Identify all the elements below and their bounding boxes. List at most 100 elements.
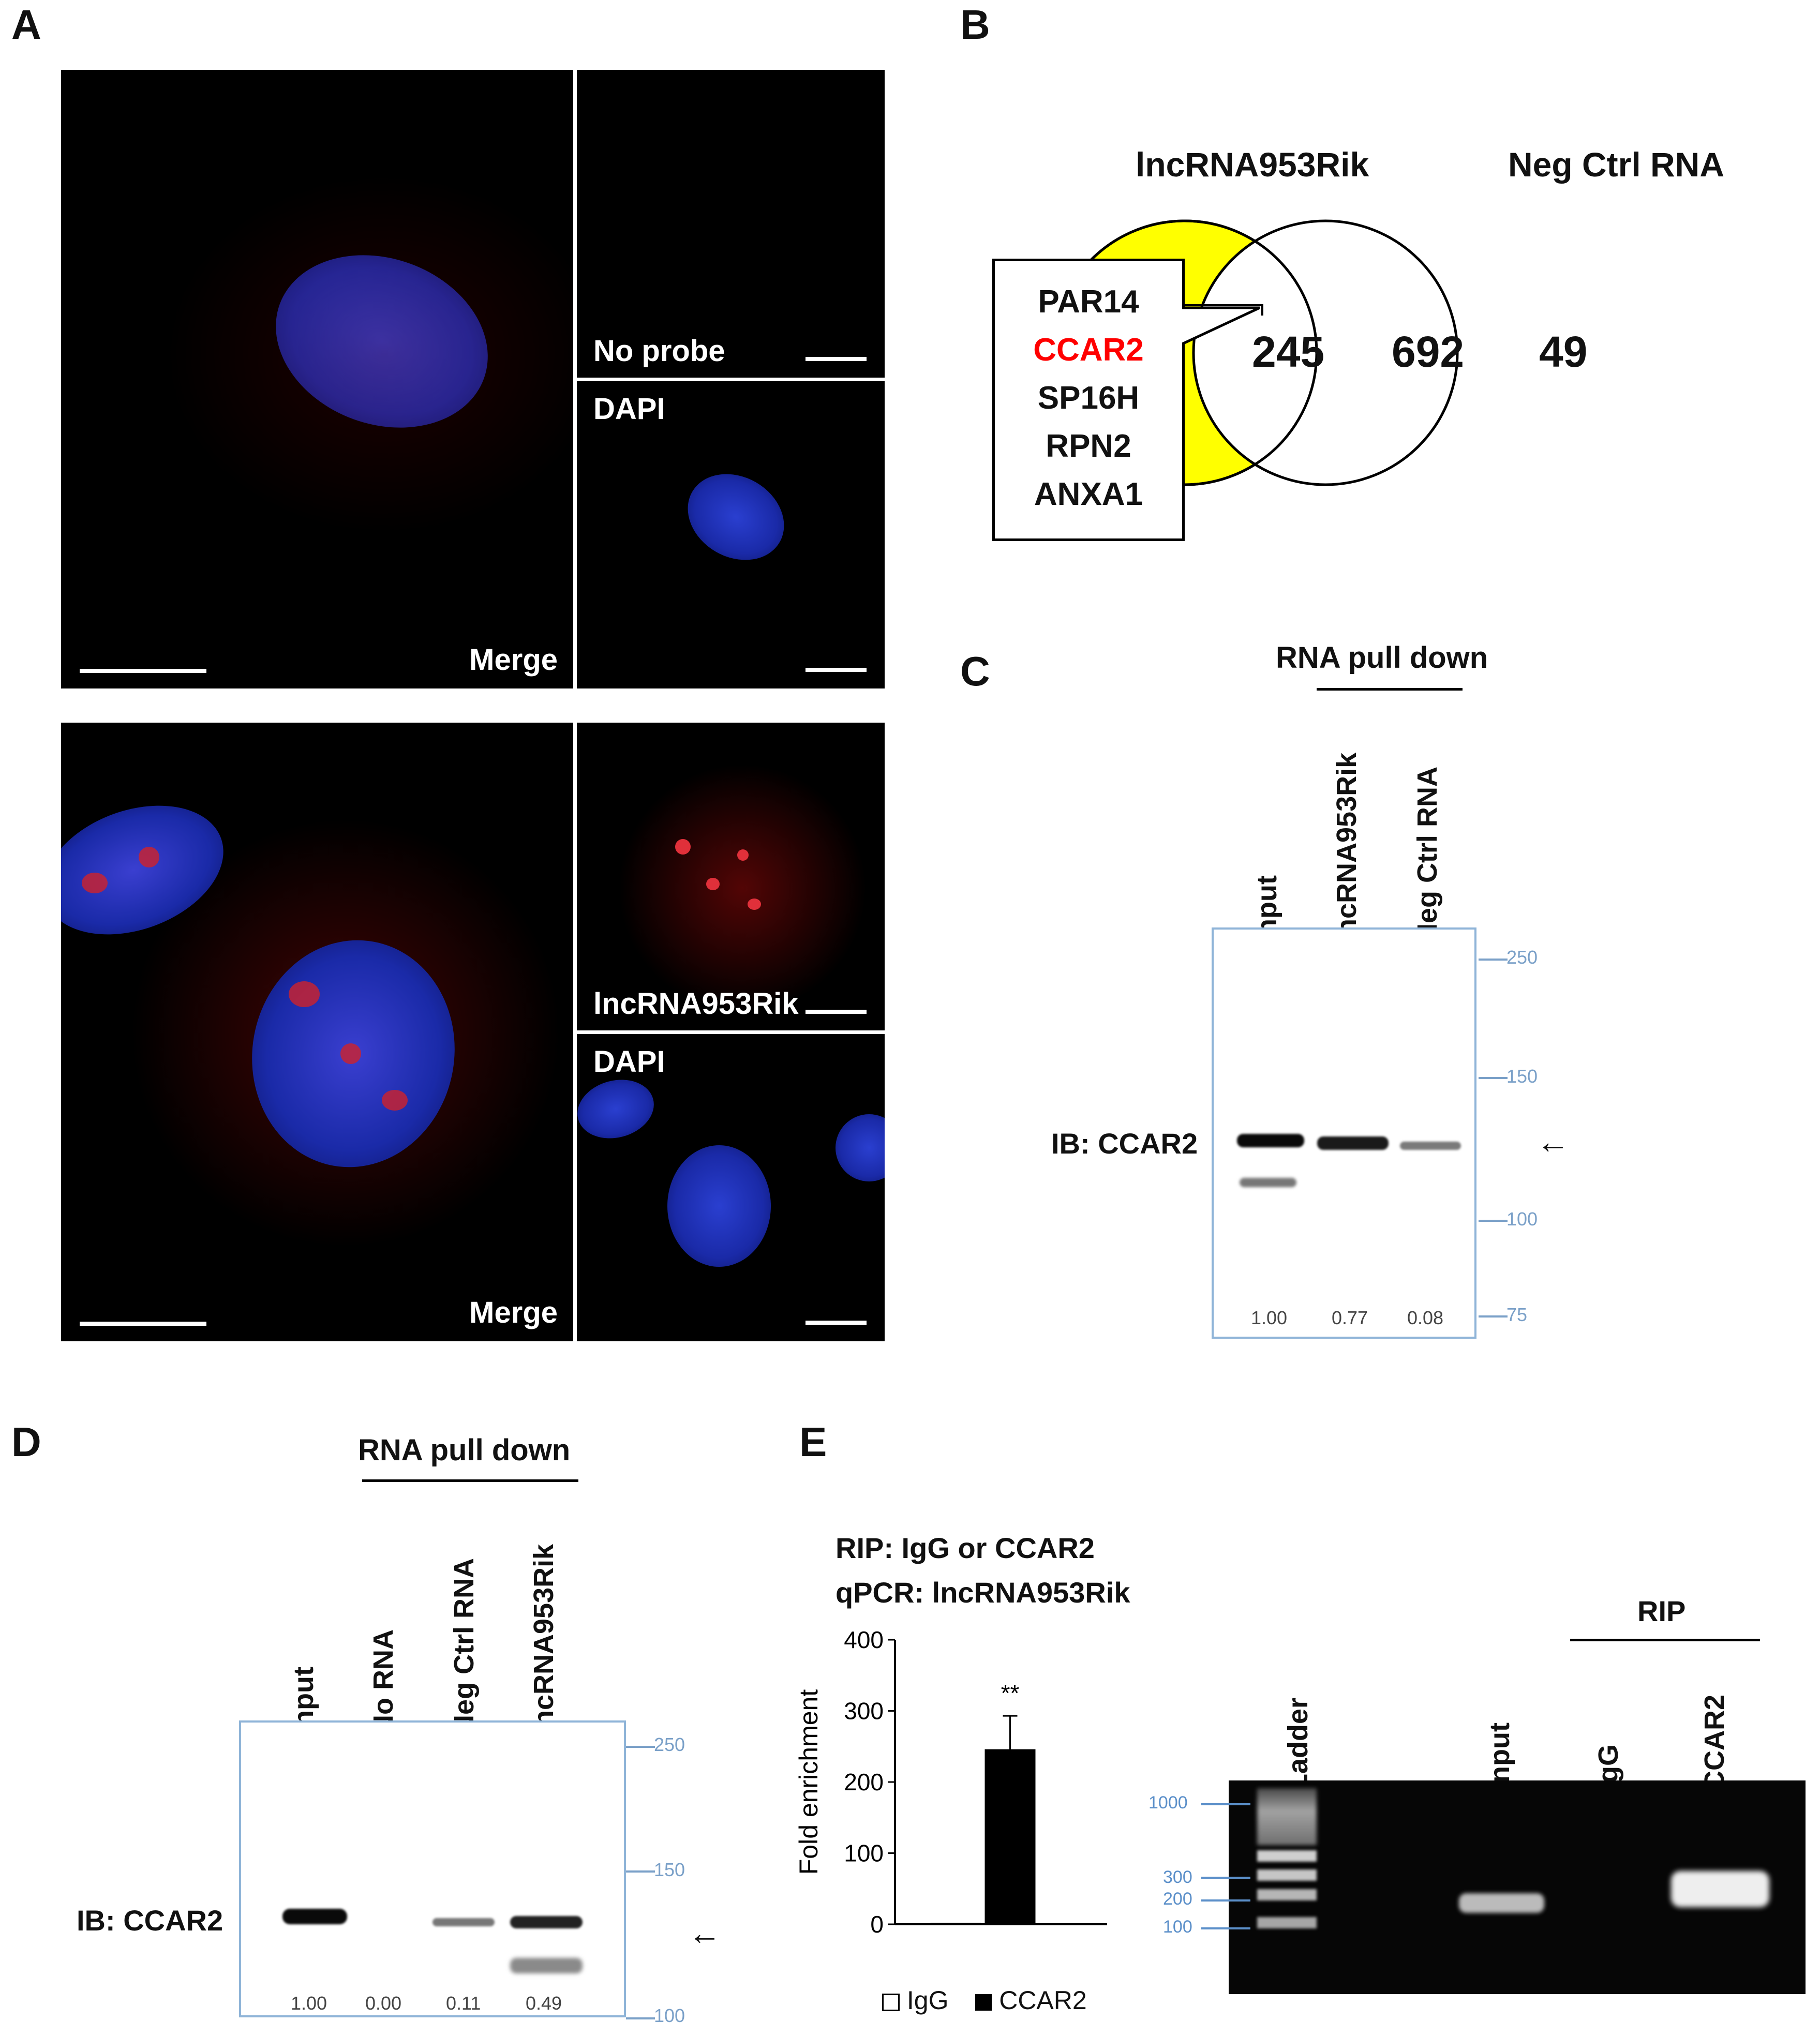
ladder-size-label: 200 — [1163, 1889, 1192, 1909]
pulldown-underline — [1317, 688, 1463, 691]
nucleus — [836, 1114, 885, 1181]
gene-item: SP16H — [1037, 380, 1140, 416]
gene-item: PAR14 — [1038, 284, 1139, 320]
venn-count-only-neg: 49 — [1539, 327, 1588, 376]
mw-tick — [626, 2017, 655, 2019]
quant-value: 1.00 — [291, 1993, 327, 2014]
quant-value: 0.11 — [446, 1993, 481, 2014]
ladder-tick — [1201, 1927, 1250, 1929]
band-negctrl — [432, 1918, 495, 1926]
lane-label-lncrna: lncRNA953Rik — [1331, 752, 1362, 944]
panel-label-c: C — [960, 648, 990, 694]
scale-bar — [805, 668, 867, 672]
scale-bar — [80, 1322, 206, 1326]
cytoplasm-haze — [608, 754, 877, 1023]
quant-value: 0.08 — [1407, 1307, 1444, 1328]
band-lower-input — [1240, 1178, 1296, 1187]
rip-header: RIP — [1637, 1595, 1686, 1627]
cytoplasm-haze — [165, 173, 573, 535]
western-blot-d: 1.00 0.00 0.11 0.49 — [239, 1720, 626, 2017]
micrograph-top-no-probe: No probe — [577, 70, 885, 378]
band-lower-lncrna — [510, 1958, 583, 1973]
scale-bar — [80, 669, 206, 673]
gel-lane-ccar2: CCAR2 — [1699, 1694, 1730, 1791]
merge-label: Merge — [469, 643, 558, 677]
venn-set2-label: Neg Ctrl RNA — [1508, 145, 1725, 184]
venn-count-both: 692 — [1392, 327, 1465, 376]
legend-label-ccar2: CCAR2 — [999, 1986, 1087, 2015]
y-tick-label: 200 — [844, 1769, 884, 1795]
ladder-size-label: 100 — [1163, 1917, 1192, 1937]
rip-title-2: qPCR: lncRNA953Rik — [836, 1576, 1130, 1609]
agarose-gel — [1229, 1780, 1806, 1994]
gene-item: ANXA1 — [1034, 476, 1143, 512]
ladder-band — [1257, 1850, 1317, 1862]
ladder-band — [1257, 1917, 1317, 1928]
quant-value: 0.49 — [526, 1993, 562, 2014]
ladder-tick — [1201, 1803, 1250, 1805]
mw-label: 75 — [1506, 1304, 1528, 1325]
ladder-band — [1257, 1889, 1317, 1900]
no-probe-label: No probe — [593, 334, 725, 368]
rip-underline — [1570, 1639, 1760, 1641]
micrograph-bottom-dapi: DAPI — [577, 1034, 885, 1341]
rna-foci — [382, 1090, 408, 1111]
ladder-tick — [1201, 1899, 1250, 1902]
lane-label-negctrl: Neg Ctrl RNA — [449, 1558, 480, 1735]
lane-label-no-rna: No RNA — [368, 1629, 399, 1735]
western-blot-c: 1.00 0.77 0.08 — [1212, 927, 1476, 1339]
scale-bar — [805, 1321, 867, 1325]
legend: IgG CCAR2 — [882, 1985, 1087, 2015]
gel-lane-ladder: Ladder — [1282, 1697, 1314, 1791]
mw-label: 250 — [1506, 947, 1538, 968]
rna-foci — [737, 849, 749, 861]
rna-foci — [139, 847, 159, 867]
micrograph-top-dapi: DAPI — [577, 381, 885, 688]
band-input — [1237, 1134, 1304, 1147]
bar — [984, 1749, 1036, 1925]
pulldown-header: RNA pull down — [1276, 641, 1488, 675]
y-tick-label: 100 — [844, 1840, 884, 1867]
ladder-size-label: 1000 — [1148, 1793, 1188, 1813]
nucleus — [667, 1145, 771, 1267]
mw-tick — [1479, 1077, 1508, 1079]
mw-tick — [1479, 1315, 1508, 1318]
lane-label-lncrna: lncRNA953Rik — [528, 1544, 559, 1735]
rna-foci — [706, 878, 720, 890]
mw-tick — [626, 1746, 655, 1748]
y-tick-label: 300 — [844, 1698, 884, 1725]
rna-foci — [340, 1043, 361, 1064]
y-tick-label: 0 — [870, 1911, 884, 1938]
scale-bar — [805, 1010, 867, 1014]
ib-label: IB: CCAR2 — [77, 1904, 223, 1937]
panel-label-e: E — [799, 1419, 827, 1465]
ib-label: IB: CCAR2 — [1051, 1127, 1198, 1160]
venn-count-only-lncrna: 245 — [1252, 327, 1325, 376]
rna-foci — [82, 873, 108, 893]
pulldown-underline — [362, 1479, 578, 1482]
pulldown-header: RNA pull down — [358, 1433, 571, 1467]
rna-foci — [675, 839, 691, 855]
ladder-band — [1257, 1869, 1317, 1881]
gene-item: RPN2 — [1046, 428, 1131, 464]
ladder-size-label: 300 — [1163, 1867, 1192, 1887]
y-axis-label: Fold enrichment — [794, 1689, 823, 1875]
legend-swatch-igg — [882, 1993, 900, 2011]
merge-label: Merge — [469, 1296, 558, 1329]
legend-swatch-ccar2 — [975, 1994, 992, 2011]
micrograph-bottom-probe: lncRNA953Rik — [577, 723, 885, 1030]
quant-value: 1.00 — [1251, 1307, 1288, 1328]
mw-tick — [1479, 959, 1508, 961]
lane-label-negctrl: Neg Ctrl RNA — [1412, 766, 1443, 944]
callout-pointer — [1184, 304, 1263, 316]
dapi-label: DAPI — [593, 1045, 665, 1079]
input-band — [1459, 1893, 1544, 1913]
arrow-indicator: ← — [1536, 1123, 1570, 1160]
dapi-label: DAPI — [593, 392, 665, 426]
rna-foci — [748, 899, 761, 910]
legend-label-igg: IgG — [906, 1986, 949, 2015]
band-lncrna — [1317, 1136, 1389, 1150]
scale-bar — [805, 357, 867, 361]
venn-set1-label: lncRNA953Rik — [1136, 145, 1369, 184]
ccar2-band — [1671, 1871, 1769, 1907]
